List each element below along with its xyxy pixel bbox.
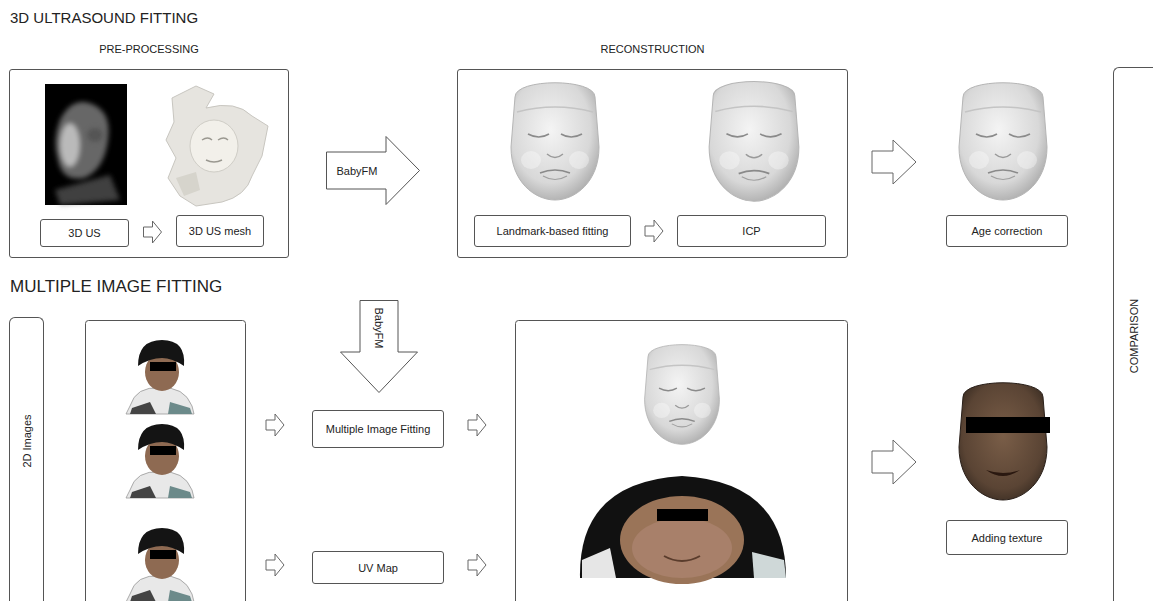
side-label-box: 2D Images bbox=[9, 317, 44, 601]
process-box: UV Map bbox=[312, 551, 444, 584]
hollow-arrow bbox=[645, 220, 663, 242]
node-text: UV Map bbox=[358, 562, 398, 574]
process-box: Age correction bbox=[946, 215, 1068, 247]
process-box: 3D US mesh bbox=[176, 215, 264, 247]
hollow-arrow bbox=[144, 221, 162, 243]
node-text: Age correction bbox=[972, 225, 1043, 237]
stage-heading: RECONSTRUCTION bbox=[458, 43, 847, 55]
section-title: MULTIPLE IMAGE FITTING bbox=[10, 277, 222, 297]
block-arrow-outline bbox=[327, 137, 420, 205]
node-text: Adding texture bbox=[972, 532, 1043, 544]
stage-heading: PRE-PROCESSING bbox=[10, 43, 288, 55]
arrow-label: BabyFM bbox=[373, 308, 385, 349]
process-box: Multiple Image Fitting bbox=[312, 410, 444, 448]
block-arrow-outline bbox=[341, 301, 418, 393]
process-box: 3D US bbox=[40, 219, 129, 247]
process-box: Adding texture bbox=[946, 520, 1068, 555]
process-box: Landmark-based fitting bbox=[474, 215, 631, 247]
model-arrow: BabyFM bbox=[326, 136, 420, 205]
arrow-label: BabyFM bbox=[326, 165, 388, 177]
node-text: 3D US mesh bbox=[189, 225, 251, 237]
node-text: ICP bbox=[742, 225, 760, 237]
stage-panel: PRE-PROCESSING3D US3D US mesh bbox=[9, 69, 289, 258]
node-text: Landmark-based fitting bbox=[497, 225, 609, 237]
model-arrow: BabyFM bbox=[340, 300, 418, 393]
vertical-label: 2D Images bbox=[21, 414, 33, 467]
node-text: Multiple Image Fitting bbox=[326, 423, 431, 435]
node-text: 3D US bbox=[68, 227, 100, 239]
comparison-bracket: COMPARISON bbox=[1113, 67, 1153, 601]
process-box: ICP bbox=[677, 215, 826, 247]
stage-panel: RECONSTRUCTIONLandmark-based fittingICP bbox=[457, 69, 848, 258]
vertical-label: COMPARISON bbox=[1128, 299, 1140, 373]
section-title: 3D ULTRASOUND FITTING bbox=[10, 9, 198, 26]
